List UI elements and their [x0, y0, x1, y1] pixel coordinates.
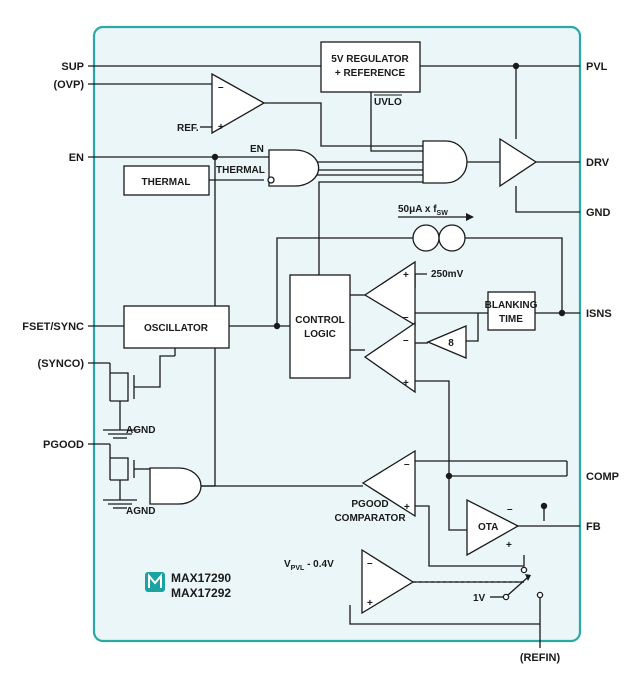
part-number-2: MAX17292 [171, 586, 231, 600]
pin-comp: COMP [586, 471, 619, 483]
thermal-block: THERMAL [123, 165, 210, 196]
current-source-label: 50μA x fSW [398, 204, 448, 217]
ovp-comparator: – + [211, 72, 266, 135]
current-source: 50μA x fSW [398, 204, 474, 252]
pin-pvl: PVL [586, 61, 608, 73]
svg-text:+: + [218, 122, 224, 133]
ref-label: REF. [177, 123, 199, 134]
pin-sup: SUP [61, 61, 84, 73]
gain-8-block: 8 [426, 325, 467, 359]
svg-text:AGND: AGND [126, 506, 155, 517]
pin-pgood: PGOOD [43, 439, 84, 451]
pgood-comparator: – + [361, 449, 416, 518]
pin-gnd: GND [586, 207, 611, 219]
svg-text:+: + [404, 502, 410, 513]
and-gate-en-thermal: EN THERMAL [216, 144, 320, 187]
and-gate-drive [422, 140, 468, 184]
slope-comparator: – + [363, 321, 416, 394]
pin-drv: DRV [586, 157, 610, 169]
agnd-ground-2: AGND [103, 499, 155, 517]
pin-ovp: (OVP) [53, 79, 84, 91]
svg-text:–: – [403, 335, 409, 346]
blanking-label-2: TIME [499, 314, 523, 325]
thermal-label: THERMAL [142, 177, 191, 188]
control-logic-block: CONTROL LOGIC [289, 274, 351, 379]
svg-text:EN: EN [250, 144, 264, 155]
pin-fset-sync: FSET/SYNC [22, 321, 84, 333]
v1-label: 1V [473, 593, 486, 604]
pvl-comparator: – + [361, 548, 415, 615]
control-label-1: CONTROL [295, 315, 344, 326]
reference-switch: 1V [413, 566, 544, 604]
svg-text:–: – [403, 312, 409, 323]
svg-text:THERMAL: THERMAL [216, 165, 265, 176]
pin-fb: FB [586, 521, 601, 533]
svg-text:–: – [218, 82, 224, 93]
maxim-logo-icon [145, 572, 165, 592]
vpvl-label: VPVL - 0.4V [284, 559, 334, 572]
svg-text:–: – [404, 459, 410, 470]
svg-text:+: + [367, 598, 373, 609]
part-number-1: MAX17290 [171, 571, 231, 585]
svg-text:AGND: AGND [126, 425, 155, 436]
agnd-ground-1: AGND [103, 425, 155, 439]
pin-labels-left: SUP (OVP) EN FSET/SYNC (SYNCO) PGOOD [22, 61, 84, 451]
gain-label: 8 [448, 338, 454, 349]
svg-text:+: + [403, 378, 409, 389]
pgood-comp-label-1: PGOOD [351, 499, 388, 510]
synco-mosfet [109, 355, 175, 402]
pin-synco: (SYNCO) [38, 358, 85, 370]
uvlo-label: UVLO [374, 97, 402, 108]
pin-refin: (REFIN) [520, 652, 561, 664]
svg-text:–: – [507, 504, 513, 515]
and-gate-pgood [149, 467, 202, 505]
oscillator-label: OSCILLATOR [144, 323, 209, 334]
drv-buffer [499, 137, 538, 188]
svg-text:–: – [367, 558, 373, 569]
pin-isns: ISNS [586, 308, 612, 320]
pgood-comp-label-2: COMPARATOR [334, 513, 406, 524]
ota-label: OTA [478, 522, 498, 533]
current-comparator: + – [363, 260, 416, 327]
oscillator-block: OSCILLATOR [123, 305, 230, 349]
pgood-mosfet [109, 457, 150, 481]
svg-text:+: + [506, 540, 512, 551]
pin-labels-right: PVL DRV GND ISNS COMP FB [586, 61, 619, 533]
ota-block: OTA – + [466, 498, 520, 557]
regulator-block: 5V REGULATOR + REFERENCE [320, 41, 421, 93]
svg-text:+: + [403, 270, 409, 281]
v250-label: 250mV [431, 269, 464, 280]
regulator-label-2: + REFERENCE [335, 68, 406, 79]
blanking-time-block: BLANKING TIME [485, 291, 538, 331]
regulator-label-1: 5V REGULATOR [331, 54, 409, 65]
junctions [211, 62, 566, 510]
control-label-2: LOGIC [304, 329, 336, 340]
blanking-label-1: BLANKING [485, 300, 538, 311]
pin-en: EN [69, 152, 84, 164]
